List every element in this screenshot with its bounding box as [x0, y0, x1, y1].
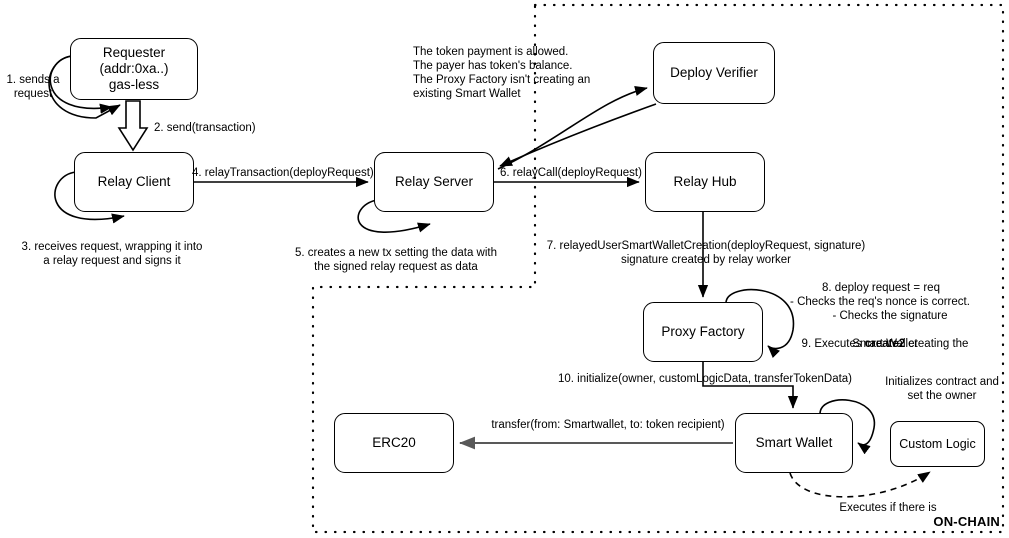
node-relay-client[interactable]: Relay Client	[74, 152, 194, 212]
label-on-chain: ON-CHAIN	[933, 514, 1000, 529]
label-step-8: 8. deploy request = req	[822, 282, 940, 294]
label-step-9-create2: create2	[864, 338, 906, 350]
label-step-10: 10. initialize(owner, customLogicData, t…	[557, 373, 853, 385]
label-step-2: 2. send(transaction)	[154, 122, 256, 134]
label-step-8-signature-check: - Checks the signature	[832, 310, 948, 322]
label-deploy-verifier-note: The token payment is allowed. The payer …	[413, 46, 591, 100]
label-step-9-suffix: creating the	[905, 338, 969, 350]
node-erc20[interactable]: ERC20	[334, 413, 454, 473]
arrow-send-transaction	[117, 100, 149, 152]
label-initializes-contract-note: Initializes contract and set the owner	[885, 376, 999, 402]
node-relay-hub-label: Relay Hub	[673, 174, 737, 189]
node-custom-logic[interactable]: Custom Logic	[890, 421, 985, 467]
node-relay-server[interactable]: Relay Server	[374, 152, 494, 212]
label-step-9: 9. Executes create2 creating the	[790, 323, 980, 351]
node-deploy-verifier[interactable]: Deploy Verifier	[653, 42, 775, 104]
node-deploy-verifier-label: Deploy Verifier	[670, 65, 758, 80]
arrow-proxy-factory-self	[725, 288, 794, 359]
label-step-7: 7. relayedUserSmartWalletCreation(deploy…	[546, 240, 866, 266]
arrow-relay-client-self	[54, 171, 125, 224]
label-step-5: 5. creates a new tx setting the data wit…	[294, 247, 497, 273]
label-step-8-nonce-check: - Checks the req's nonce is correct.	[790, 296, 970, 308]
node-requester-label: Requester (addr:0xa..) gas-less	[99, 45, 169, 92]
arrow-from-deploy-verifier	[499, 103, 657, 167]
node-custom-logic-label: Custom Logic	[899, 437, 976, 451]
node-erc20-label: ERC20	[372, 435, 416, 450]
node-smart-wallet[interactable]: Smart Wallet	[735, 413, 853, 473]
node-relay-server-label: Relay Server	[394, 174, 474, 189]
node-relay-hub[interactable]: Relay Hub	[645, 152, 765, 212]
label-executes-if-there-is: Executes if there is	[839, 502, 937, 514]
label-step-9-prefix: 9. Executes	[801, 338, 865, 350]
label-step-9-line2: Smart Wallet	[852, 338, 918, 350]
arrow-initialize	[702, 362, 799, 409]
label-step-1: 1. sends a request	[6, 74, 60, 100]
node-smart-wallet-label: Smart Wallet	[755, 435, 833, 450]
node-proxy-factory-label: Proxy Factory	[661, 324, 745, 339]
arrow-smart-wallet-self	[819, 399, 875, 455]
node-requester[interactable]: Requester (addr:0xa..) gas-less	[70, 38, 198, 100]
label-step-6: 6. relayCall(deployRequest)	[500, 167, 642, 179]
label-step-3: 3. receives request, wrapping it into a …	[21, 241, 203, 267]
label-transfer: transfer(from: Smartwallet, to: token re…	[491, 419, 725, 431]
node-proxy-factory[interactable]: Proxy Factory	[643, 302, 763, 362]
arrow-relay-server-self	[357, 199, 431, 233]
node-relay-client-label: Relay Client	[97, 174, 171, 189]
label-step-4: 4. relayTransaction(deployRequest)	[192, 167, 374, 179]
arrow-executes-custom-logic	[789, 471, 931, 498]
